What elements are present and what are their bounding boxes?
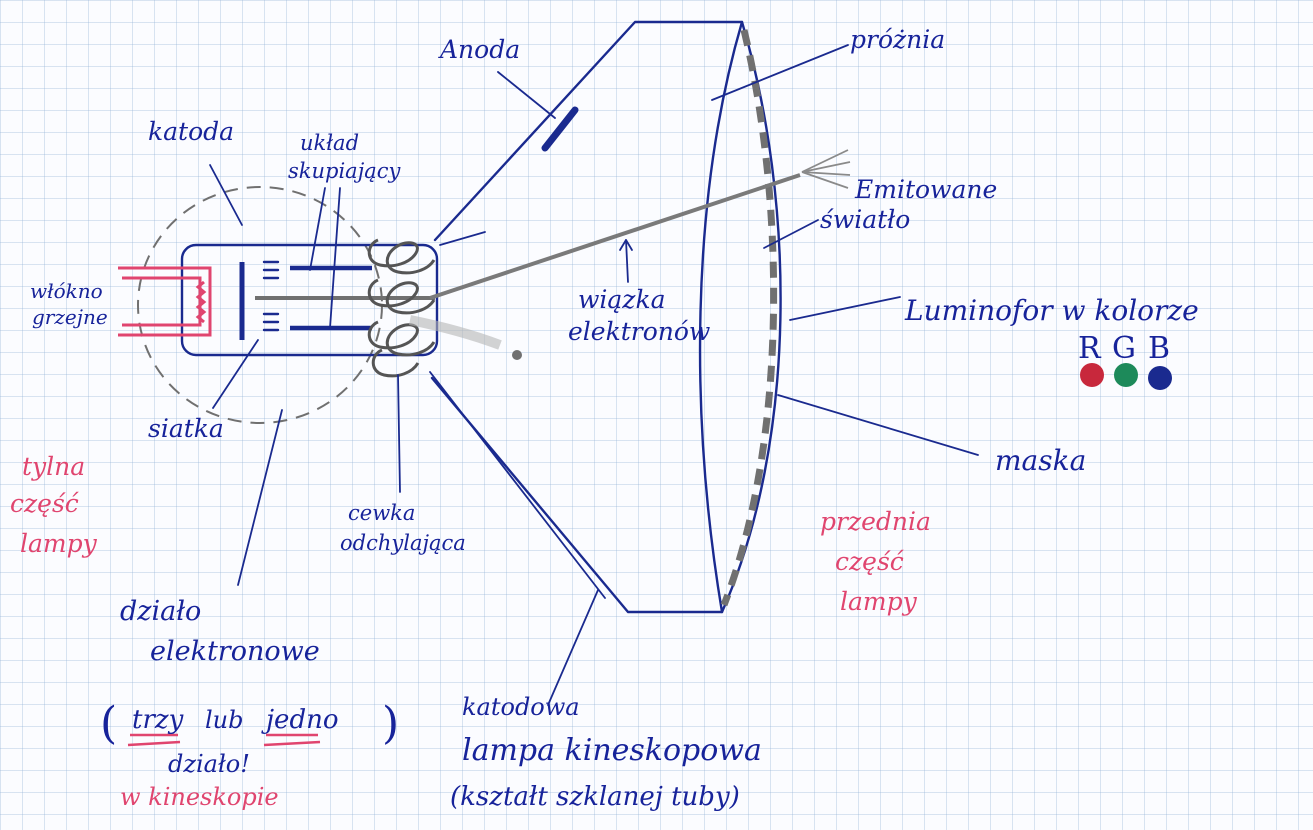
label-jedno: jedno	[261, 705, 339, 735]
label-g: G	[1112, 331, 1136, 366]
electron-beam	[430, 175, 800, 298]
label-wlokno-line1: włókno	[30, 279, 103, 303]
label-r: R	[1078, 331, 1102, 366]
rgb-dots	[1080, 363, 1172, 390]
label-wiazka-line2: elektronów	[568, 317, 710, 346]
label-proznia: próżnia	[850, 25, 945, 54]
label-siatka: siatka	[148, 414, 224, 443]
label-wiazka-line1: wiązka	[578, 285, 666, 314]
label-tylna-line1: tylna	[22, 452, 85, 481]
label-katodowa-line2: lampa kineskopowa	[462, 733, 762, 768]
label-lub: lub	[205, 706, 244, 734]
label-cewka-line2: odchylająca	[340, 531, 466, 555]
label-katoda: katoda	[148, 117, 234, 146]
label-dzialo-line1: działo	[120, 596, 201, 627]
label-przednia-line2: część	[835, 547, 905, 576]
emitted-light-rays	[802, 150, 850, 188]
beam-dot	[512, 350, 522, 360]
mask-layer	[724, 30, 774, 605]
label-luminofor: Luminofor w kolorze	[904, 294, 1199, 327]
label-trzy: trzy	[132, 705, 184, 735]
gun-dashed-outline	[138, 187, 382, 423]
label-katodowa-line1: katodowa	[462, 693, 580, 721]
heater-filament	[118, 268, 210, 335]
trzy-underline	[128, 735, 180, 745]
label-przednia-line1: przednia	[820, 507, 931, 536]
label-tylna-line2: część	[10, 489, 80, 518]
rgb-green-dot	[1114, 363, 1138, 387]
label-wlokno-line2: grzejne	[32, 305, 108, 329]
label-maska: maska	[995, 444, 1086, 477]
label-uklad-line1: układ	[300, 131, 359, 155]
label-w-kineskopie: w kineskopie	[120, 783, 279, 811]
label-paren-open: (	[100, 698, 117, 749]
label-anoda: Anoda	[438, 35, 520, 64]
label-uklad-line2: skupiający	[288, 159, 401, 183]
label-przednia-line3: lampy	[840, 587, 918, 616]
label-tylna-line3: lampy	[20, 529, 98, 558]
label-emitowane-line2: światło	[820, 205, 910, 234]
beam-smudge	[410, 320, 500, 345]
label-emitowane-line1: Emitowane	[854, 175, 997, 204]
jedno-underline	[264, 735, 320, 745]
label-dzialo-line2: elektronowe	[150, 636, 320, 667]
label-b: B	[1148, 331, 1170, 366]
rgb-blue-dot	[1148, 366, 1172, 390]
label-dzialo-exclaim: działo!	[168, 750, 250, 778]
label-cewka-line1: cewka	[348, 501, 415, 525]
label-katodowa-line3: (kształt szklanej tuby)	[450, 782, 740, 812]
label-paren-close: )	[382, 698, 399, 749]
rgb-red-dot	[1080, 363, 1104, 387]
